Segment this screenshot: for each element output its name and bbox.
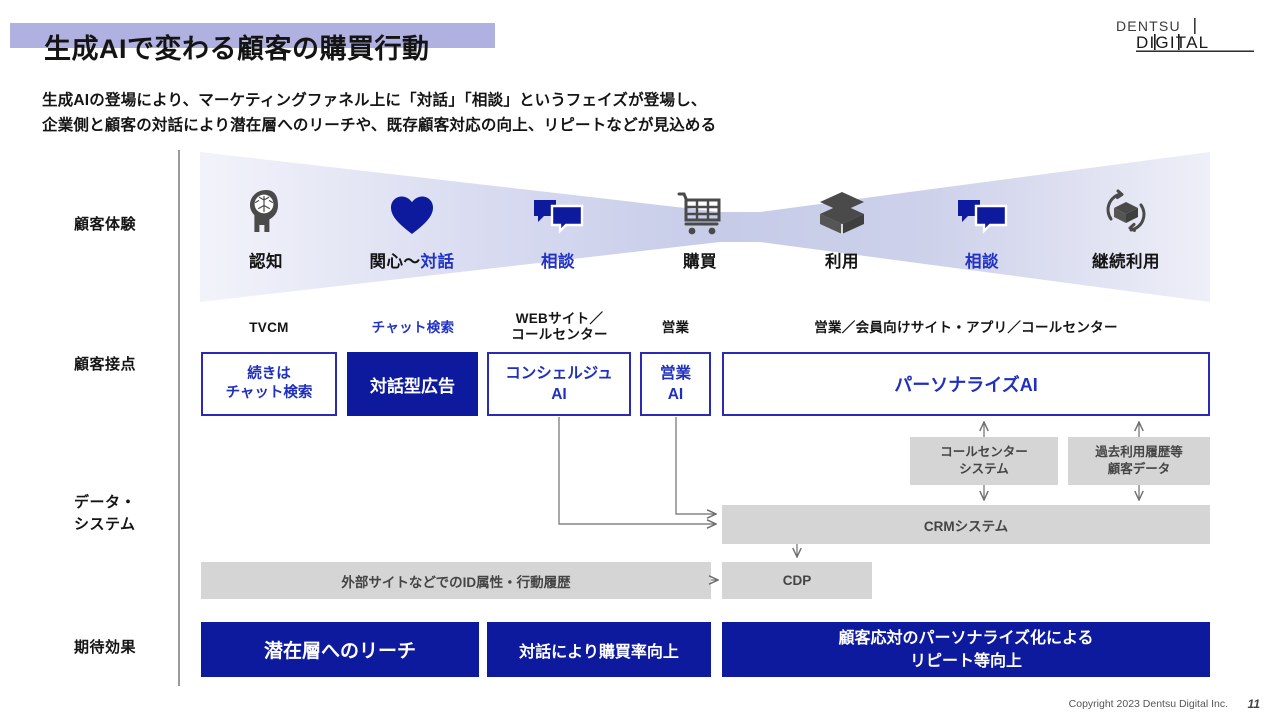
- svg-text:DIGITAL: DIGITAL: [1136, 33, 1209, 52]
- box-line-1: 外部サイトなどでのID属性・行動履歴: [341, 574, 571, 590]
- page-number: 11: [1247, 697, 1260, 711]
- chat-bubbles-icon: [922, 178, 1042, 236]
- shopping-cart-icon: [640, 178, 760, 236]
- system-box-cdp[interactable]: CDP: [722, 562, 872, 599]
- funnel-stage-consult-2: 相談: [922, 178, 1042, 272]
- system-box-usage-history[interactable]: 過去利用履歴等 顧客データ: [1068, 437, 1210, 485]
- box-line-1: 潜在層へのリーチ: [263, 641, 416, 662]
- box-line-1: コールセンター: [940, 445, 1028, 459]
- box-line-1: 顧客応対のパーソナライズ化による: [838, 629, 1094, 647]
- brain-head-icon: [206, 178, 326, 236]
- vertical-divider: [178, 150, 180, 686]
- box-line-1: 営業: [659, 365, 691, 382]
- touchpoint-header-member-site: 営業／会員向けサイト・アプリ／コールセンター: [814, 320, 1118, 335]
- funnel-stage-awareness: 認知: [206, 178, 326, 272]
- funnel-shape: [200, 152, 1210, 302]
- row-label-expected-effects: 期待効果: [74, 639, 137, 656]
- touchpoint-box-concierge-ai[interactable]: コンシェルジュ AI: [487, 352, 631, 416]
- funnel-stage-usage: 利用: [782, 178, 902, 272]
- box-line-1: 続きは: [247, 366, 291, 382]
- box-line-1: CDP: [782, 573, 812, 588]
- funnel-stage-interest-dialogue: 関心〜対話: [352, 178, 472, 272]
- box-line-2: 顧客データ: [1107, 462, 1171, 476]
- funnel-stage-label: 認知: [249, 253, 283, 271]
- box-line-1: 対話により購買率向上: [519, 643, 679, 661]
- data-systems-line-1: データ・: [74, 494, 137, 511]
- svg-text:DENTSU: DENTSU: [1116, 18, 1181, 34]
- funnel-label-part-1: 関心〜: [369, 253, 421, 271]
- open-box-icon: [782, 178, 902, 236]
- system-box-external-site[interactable]: 外部サイトなどでのID属性・行動履歴: [201, 562, 711, 599]
- funnel-stage-label: 継続利用: [1092, 253, 1160, 271]
- header-line-1: WEBサイト／: [515, 311, 604, 326]
- effect-box-reach-latent[interactable]: 潜在層へのリーチ: [201, 622, 479, 677]
- box-line-1: CRMシステム: [923, 518, 1009, 534]
- funnel-stage-label: 利用: [825, 253, 859, 271]
- touchpoint-box-conversational-ad[interactable]: 対話型広告: [347, 352, 478, 416]
- box-line-2: リピート等向上: [909, 652, 1022, 670]
- touchpoint-box-personalize-ai[interactable]: パーソナライズAI: [722, 352, 1210, 416]
- touchpoint-box-sales-ai[interactable]: 営業 AI: [640, 352, 711, 416]
- funnel-stage-continued-use: 継続利用: [1066, 178, 1186, 272]
- funnel-stage-label: 相談: [965, 253, 999, 271]
- page-subtitle: 生成AIの登場により、マーケティングファネル上に「対話」「相談」というフェイズが…: [42, 88, 716, 138]
- effect-box-conversion-uplift[interactable]: 対話により購買率向上: [487, 622, 711, 677]
- box-line-1: 過去利用履歴等: [1095, 445, 1183, 459]
- touchpoint-header-sales: 営業: [661, 320, 690, 335]
- header-line-2: コールセンター: [511, 327, 608, 342]
- box-line-1: パーソナライズAI: [894, 375, 1038, 395]
- funnel-stage-label: 購買: [683, 253, 717, 271]
- effect-box-personalized-service[interactable]: 顧客応対のパーソナライズ化による リピート等向上: [722, 622, 1210, 677]
- recycle-box-icon: [1066, 178, 1186, 236]
- box-line-2: システム: [959, 462, 1009, 476]
- box-line-2: チャット検索: [225, 385, 313, 401]
- box-line-1: コンシェルジュ: [505, 365, 613, 382]
- chat-bubbles-icon: [498, 178, 618, 236]
- box-line-1: 対話型広告: [370, 376, 455, 396]
- funnel-stage-purchase: 購買: [640, 178, 760, 272]
- title-highlight-bar: [10, 23, 495, 48]
- copyright-text: Copyright 2023 Dentsu Digital Inc.: [1068, 698, 1228, 710]
- funnel-label-part-2: 対話: [420, 253, 455, 271]
- touchpoint-header-web-callcenter: WEBサイト／ コールセンター: [487, 311, 632, 343]
- system-box-crm[interactable]: CRMシステム: [722, 505, 1210, 544]
- touchpoint-header-chat-search: チャット検索: [371, 320, 455, 335]
- funnel-stage-label: 相談: [541, 253, 575, 271]
- box-line-2: AI: [551, 386, 567, 403]
- box-line-2: AI: [667, 386, 684, 403]
- subtitle-line-1: 生成AIの登場により、マーケティングファネル上に「対話」「相談」というフェイズが…: [42, 92, 707, 109]
- funnel-stage-label: 関心〜対話: [352, 248, 472, 272]
- data-systems-line-2: システム: [74, 516, 136, 533]
- system-box-callcenter[interactable]: コールセンター システム: [910, 437, 1058, 485]
- subtitle-line-2: 企業側と顧客の対話により潜在層へのリーチや、既存顧客対応の向上、リピートなどが見…: [42, 117, 717, 134]
- row-label-data-systems: データ・ システム: [74, 492, 136, 536]
- touchpoint-header-tvcm: TVCM: [249, 320, 289, 335]
- dentsu-digital-logo: DENTSU DIGITAL: [1098, 16, 1258, 56]
- row-label-customer-experience: 顧客体験: [74, 216, 137, 233]
- page-title: 生成AIで変わる顧客の購買行動: [44, 34, 430, 64]
- touchpoint-box-chat-search-continue[interactable]: 続きは チャット検索: [201, 352, 337, 416]
- row-label-customer-touchpoints: 顧客接点: [74, 356, 137, 373]
- funnel-stage-consult-1: 相談: [498, 178, 618, 272]
- heart-icon: [352, 178, 472, 236]
